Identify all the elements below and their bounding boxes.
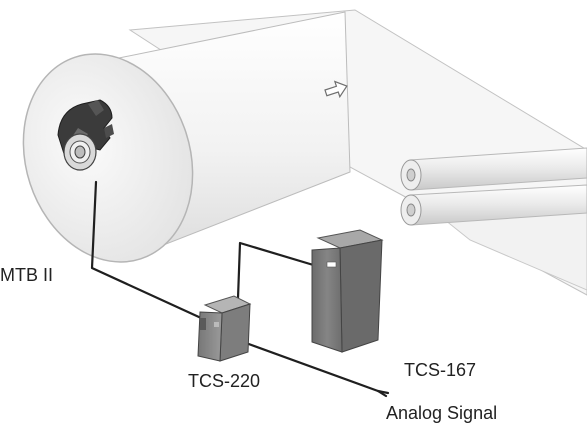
web-direction-arrow-icon bbox=[324, 80, 348, 99]
tcs-220-amplifier bbox=[197, 295, 252, 362]
mtb-ii-brake bbox=[57, 99, 114, 171]
tcs-167-label: TCS-167 bbox=[404, 360, 477, 380]
tcs-167-controller bbox=[311, 229, 384, 353]
mtb-ii-label: MTB II bbox=[0, 265, 53, 285]
nip-rollers bbox=[400, 147, 587, 226]
brake-cable bbox=[90, 180, 214, 325]
controller-link-cable bbox=[236, 241, 332, 300]
cables bbox=[90, 180, 390, 398]
analog-signal-label: Analog Signal bbox=[386, 403, 498, 423]
unwind-roll bbox=[22, 11, 351, 263]
analog-signal-cable bbox=[244, 341, 390, 395]
roll-end-face bbox=[22, 53, 194, 263]
controller-display bbox=[326, 261, 337, 268]
tcs-220-label: TCS-220 bbox=[188, 371, 261, 391]
